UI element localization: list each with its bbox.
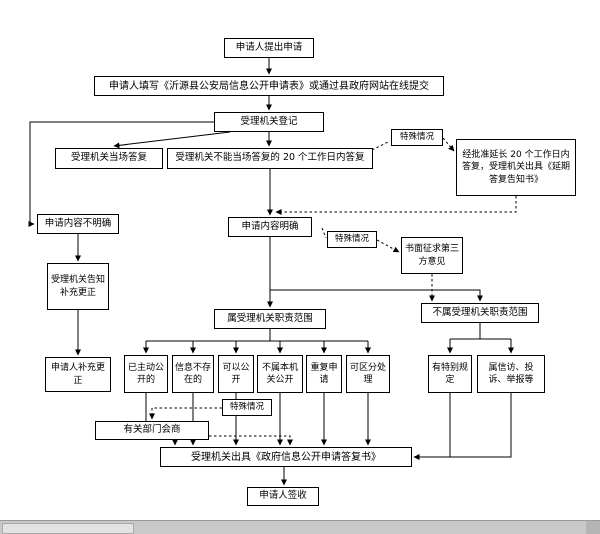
node-fill-application-form: 申请人填写《沂源县公安局信息公开申请表》或通过县政府网站在线提交 — [94, 76, 444, 96]
node-department-consultation: 有关部门会商 — [95, 421, 209, 440]
node-within-scope: 属受理机关职责范围 — [214, 309, 326, 329]
node-special-case-mid: 特殊情况 — [327, 231, 377, 248]
node-separable-handling: 可区分处理 — [346, 355, 390, 393]
flowchart-connectors — [28, 58, 517, 486]
node-petition-complaint-report: 属信访、投诉、举报等 — [477, 355, 545, 393]
node-content-unclear: 申请内容不明确 — [37, 214, 119, 234]
node-special-case-bottom: 特殊情况 — [222, 399, 272, 416]
node-special-provisions: 有特别规定 — [428, 355, 472, 393]
node-notify-supplement-correction: 受理机关告知补充更正 — [47, 263, 109, 310]
node-duplicate-request: 重复申请 — [306, 355, 342, 393]
horizontal-scrollbar[interactable] — [0, 520, 600, 534]
node-delayed-reply-20-days: 受理机关不能当场答复的 20 个工作日内答复 — [167, 148, 373, 169]
node-info-nonexistent: 信息不存在的 — [172, 355, 214, 393]
scrollbar-corner — [586, 521, 600, 534]
node-not-this-authority: 不属本机关公开 — [257, 355, 303, 393]
node-content-clear: 申请内容明确 — [228, 217, 312, 237]
node-proactively-disclosed: 已主动公开的 — [124, 355, 168, 393]
node-authority-register: 受理机关登记 — [214, 112, 324, 132]
node-applicant-supplement-correction: 申请人补充更正 — [45, 357, 111, 392]
solid-connectors — [28, 58, 514, 486]
flowchart-canvas: 申请人提出申请 申请人填写《沂源县公安局信息公开申请表》或通过县政府网站在线提交… — [28, 38, 576, 506]
node-applicant-sign-receipt: 申请人签收 — [247, 487, 319, 506]
node-special-case-top: 特殊情况 — [391, 129, 443, 146]
node-applicant-submit: 申请人提出申请 — [224, 38, 314, 58]
node-third-party-consult: 书面征求第三方意见 — [401, 237, 463, 274]
node-outside-scope: 不属受理机关职责范围 — [421, 303, 539, 323]
horizontal-scrollbar-thumb[interactable] — [2, 523, 134, 534]
dashed-connectors — [149, 137, 517, 446]
node-issue-reply-document: 受理机关出具《政府信息公开申请答复书》 — [160, 447, 412, 467]
node-extended-reply-notice: 经批准延长 20 个工作日内答复，受理机关出具《延期答复告知书》 — [456, 139, 576, 196]
node-can-disclose: 可以公开 — [218, 355, 254, 393]
node-onspot-reply: 受理机关当场答复 — [55, 148, 163, 169]
